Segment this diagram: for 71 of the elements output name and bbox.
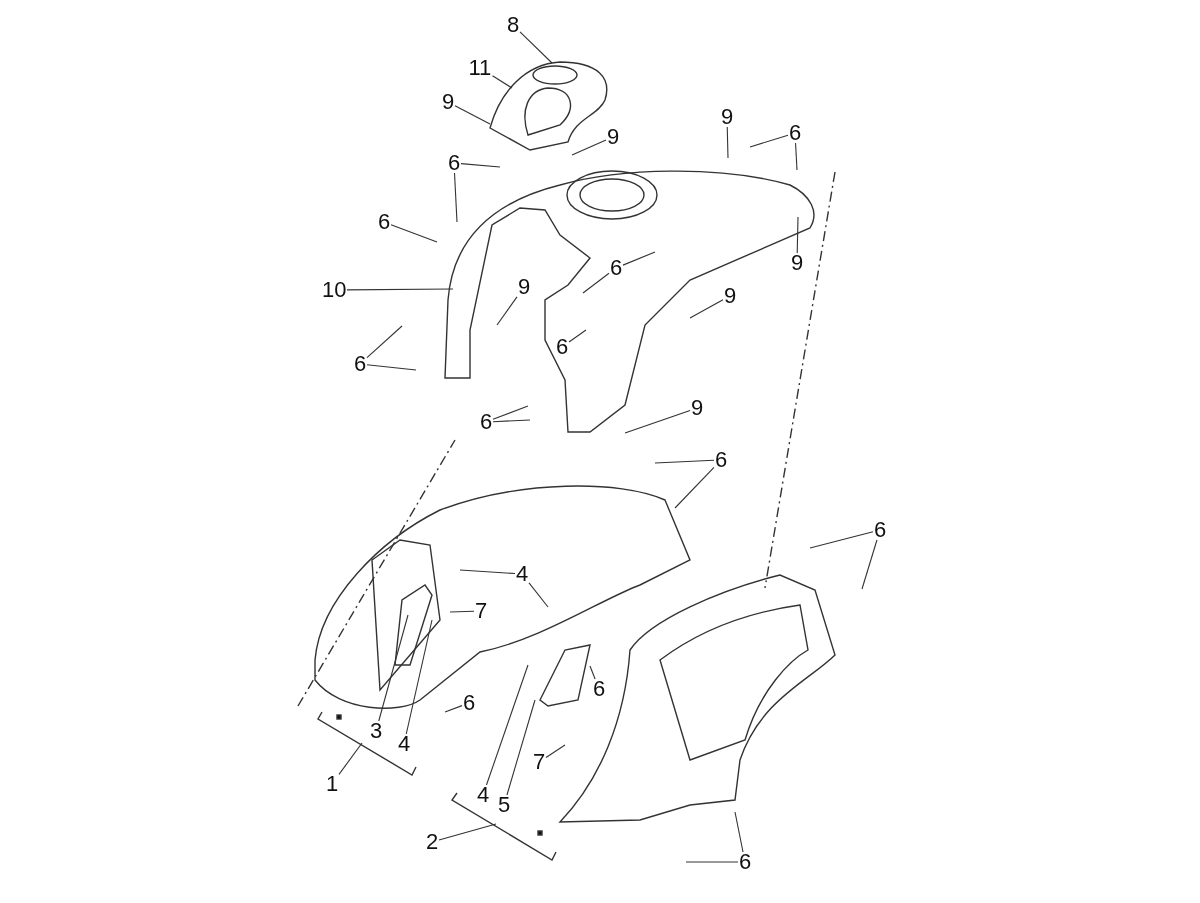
callout-number: 4: [477, 783, 490, 807]
leader-line: [861, 539, 878, 590]
leader-line: [460, 163, 501, 168]
callout-number: 9: [518, 275, 531, 299]
callout-number: 10: [322, 278, 347, 302]
callout-number: 6: [593, 677, 606, 701]
leader-line: [496, 296, 518, 326]
callout-number: 9: [442, 90, 455, 114]
callout-number: 5: [498, 793, 511, 817]
callout-number: 6: [378, 210, 391, 234]
callout-number: 6: [448, 151, 461, 175]
leader-line: [545, 744, 566, 758]
callout-number: 6: [463, 691, 476, 715]
callout-number: 6: [874, 518, 887, 542]
leader-line: [444, 705, 463, 713]
leader-line: [519, 31, 553, 64]
leader-line: [654, 459, 715, 464]
leader-line: [726, 126, 729, 159]
callout-number: 6: [480, 410, 493, 434]
callout-number: 11: [468, 56, 492, 80]
leader-line: [492, 419, 531, 423]
leader-line: [405, 619, 433, 735]
leader-line: [674, 466, 715, 509]
leader-line: [366, 325, 403, 359]
leader-line: [378, 614, 409, 722]
leader-line: [571, 139, 607, 156]
leader-line: [685, 861, 739, 863]
callout-number: 2: [426, 830, 439, 854]
leader-line: [338, 742, 363, 775]
callout-number: 3: [370, 719, 383, 743]
callout-number: 6: [610, 256, 623, 280]
callout-number: 9: [607, 125, 620, 149]
callout-number: 7: [533, 750, 546, 774]
leader-line: [492, 405, 529, 420]
leader-line: [485, 664, 529, 786]
callout-number: 6: [556, 335, 569, 359]
leader-line: [568, 329, 587, 343]
leader-line: [734, 811, 744, 853]
leader-line: [453, 172, 458, 223]
leader-line: [689, 299, 724, 319]
leader-line: [438, 823, 497, 841]
callout-number: 6: [739, 850, 752, 874]
callout-number: 9: [721, 105, 734, 129]
leader-line: [491, 75, 513, 89]
callout-number: 8: [507, 13, 520, 37]
leader-line: [454, 105, 491, 125]
leader-line: [449, 610, 475, 613]
callout-number: 9: [691, 396, 704, 420]
leader-line: [589, 665, 596, 680]
callout-number: 7: [475, 599, 488, 623]
callout-number: 1: [326, 772, 339, 796]
callout-number: 9: [791, 251, 804, 275]
callout-number: 6: [715, 448, 728, 472]
callout-number: 6: [354, 352, 367, 376]
leader-line: [622, 251, 656, 266]
leader-line: [749, 134, 789, 148]
callout-number: 4: [398, 732, 411, 756]
leader-line: [582, 272, 610, 294]
leader-line: [795, 142, 798, 171]
leader-line: [346, 288, 454, 291]
leader-line: [624, 409, 691, 434]
leader-line: [459, 569, 516, 575]
leader-line: [506, 699, 536, 796]
leader-line: [809, 531, 874, 549]
callout-number: 9: [724, 284, 737, 308]
leader-line: [528, 582, 549, 608]
leader-line: [366, 364, 417, 371]
callout-number: 6: [789, 121, 802, 145]
leader-line: [796, 216, 799, 254]
callout-number: 4: [516, 562, 529, 586]
leader-line: [390, 224, 438, 243]
